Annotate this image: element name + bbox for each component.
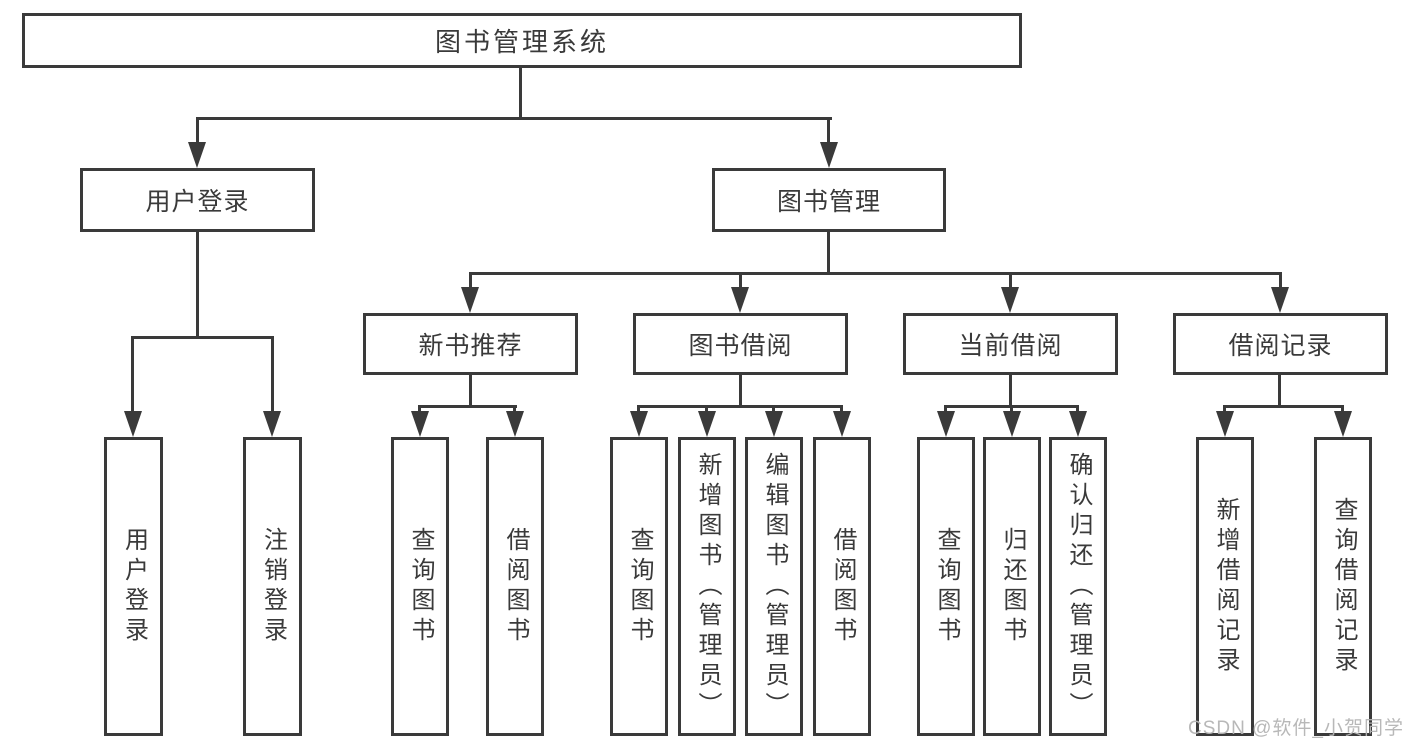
connector-line xyxy=(739,375,742,405)
node-book-borrow-label: 图书借阅 xyxy=(688,332,793,360)
leaf-edit-books-admin: 编辑图书（管理员） xyxy=(745,437,803,736)
arrow-down-icon xyxy=(1001,287,1019,313)
leaf-return-books: 归还图书 xyxy=(983,437,1041,736)
node-current-borrow: 当前借阅 xyxy=(903,313,1118,375)
leaf-query-borrow-record: 查询借阅记录 xyxy=(1314,437,1372,736)
arrow-down-icon xyxy=(124,411,142,437)
leaf-borrow-books-recommend-label: 借阅图书 xyxy=(502,526,529,647)
arrow-down-icon xyxy=(1216,411,1234,437)
connector-line xyxy=(827,117,830,143)
leaf-logout-label: 注销登录 xyxy=(259,526,287,647)
connector-line xyxy=(705,405,708,414)
connector-line xyxy=(772,405,775,414)
node-book-management-label: 图书管理 xyxy=(776,188,881,216)
connector-line xyxy=(1223,405,1226,414)
connector-line xyxy=(637,405,640,414)
connector-line xyxy=(131,336,134,412)
arrow-down-icon xyxy=(263,411,281,437)
leaf-add-borrow-record-label: 新增借阅记录 xyxy=(1212,496,1239,677)
connector-line xyxy=(418,405,421,414)
connector-line xyxy=(1278,375,1281,405)
leaf-query-books-borrow-label: 查询图书 xyxy=(626,526,653,647)
connector-line xyxy=(1009,375,1012,405)
node-borrow-records: 借阅记录 xyxy=(1173,313,1388,375)
leaf-confirm-return-admin-label: 确认归还（管理员） xyxy=(1065,451,1092,722)
leaf-logout: 注销登录 xyxy=(243,437,302,736)
arrow-down-icon xyxy=(1334,411,1352,437)
connector-line xyxy=(469,375,472,405)
leaf-borrow-books: 借阅图书 xyxy=(813,437,871,736)
leaf-query-borrow-record-label: 查询借阅记录 xyxy=(1330,496,1357,677)
connector-line xyxy=(1009,272,1012,288)
connector-line xyxy=(519,68,522,117)
connector-line xyxy=(271,336,274,412)
node-user-login-label: 用户登录 xyxy=(145,188,250,216)
arrow-down-icon xyxy=(820,142,838,168)
leaf-add-books-admin-label: 新增图书（管理员） xyxy=(694,451,721,722)
connector-line xyxy=(469,272,1282,275)
connector-line xyxy=(131,336,274,339)
leaf-add-borrow-record: 新增借阅记录 xyxy=(1196,437,1254,736)
connector-line xyxy=(196,117,199,143)
leaf-user-login-label: 用户登录 xyxy=(120,526,148,647)
node-new-book-recommend: 新书推荐 xyxy=(363,313,578,375)
leaf-query-books-current-label: 查询图书 xyxy=(933,526,960,647)
arrow-down-icon xyxy=(411,411,429,437)
node-current-borrow-label: 当前借阅 xyxy=(958,332,1063,360)
arrow-down-icon xyxy=(630,411,648,437)
connector-line xyxy=(469,272,472,288)
leaf-return-books-label: 归还图书 xyxy=(999,526,1026,647)
leaf-confirm-return-admin: 确认归还（管理员） xyxy=(1049,437,1107,736)
connector-line xyxy=(196,232,199,336)
connector-line xyxy=(1076,405,1079,414)
connector-line xyxy=(1341,405,1344,414)
connector-line xyxy=(196,117,832,120)
leaf-query-books-borrow: 查询图书 xyxy=(610,437,668,736)
arrow-down-icon xyxy=(698,411,716,437)
connector-line xyxy=(418,405,517,408)
leaf-query-books-recommend: 查询图书 xyxy=(391,437,449,736)
arrow-down-icon xyxy=(461,287,479,313)
leaf-query-books-recommend-label: 查询图书 xyxy=(407,526,434,647)
node-user-login: 用户登录 xyxy=(80,168,315,232)
node-root-label: 图书管理系统 xyxy=(434,27,609,57)
connector-line xyxy=(1010,405,1013,414)
arrow-down-icon xyxy=(188,142,206,168)
leaf-user-login: 用户登录 xyxy=(104,437,163,736)
arrow-down-icon xyxy=(937,411,955,437)
node-root: 图书管理系统 xyxy=(22,13,1022,68)
connector-line xyxy=(840,405,843,414)
connector-line xyxy=(827,232,830,273)
connector-line xyxy=(944,405,947,414)
arrow-down-icon xyxy=(833,411,851,437)
leaf-borrow-books-recommend: 借阅图书 xyxy=(486,437,544,736)
arrow-down-icon xyxy=(1271,287,1289,313)
arrow-down-icon xyxy=(506,411,524,437)
arrow-down-icon xyxy=(731,287,749,313)
node-book-management: 图书管理 xyxy=(712,168,946,232)
connector-line xyxy=(1279,272,1282,288)
csdn-watermark: CSDN @软件_小贺同学 xyxy=(1188,718,1404,739)
connector-line xyxy=(1223,405,1344,408)
node-new-book-recommend-label: 新书推荐 xyxy=(418,332,523,360)
connector-line xyxy=(637,405,843,408)
node-book-borrow: 图书借阅 xyxy=(633,313,848,375)
arrow-down-icon xyxy=(765,411,783,437)
leaf-borrow-books-label: 借阅图书 xyxy=(829,526,856,647)
connector-line xyxy=(739,272,742,288)
arrow-down-icon xyxy=(1069,411,1087,437)
connector-line xyxy=(513,405,516,414)
arrow-down-icon xyxy=(1003,411,1021,437)
node-borrow-records-label: 借阅记录 xyxy=(1228,332,1333,360)
leaf-query-books-current: 查询图书 xyxy=(917,437,975,736)
leaf-edit-books-admin-label: 编辑图书（管理员） xyxy=(761,451,788,722)
leaf-add-books-admin: 新增图书（管理员） xyxy=(678,437,736,736)
